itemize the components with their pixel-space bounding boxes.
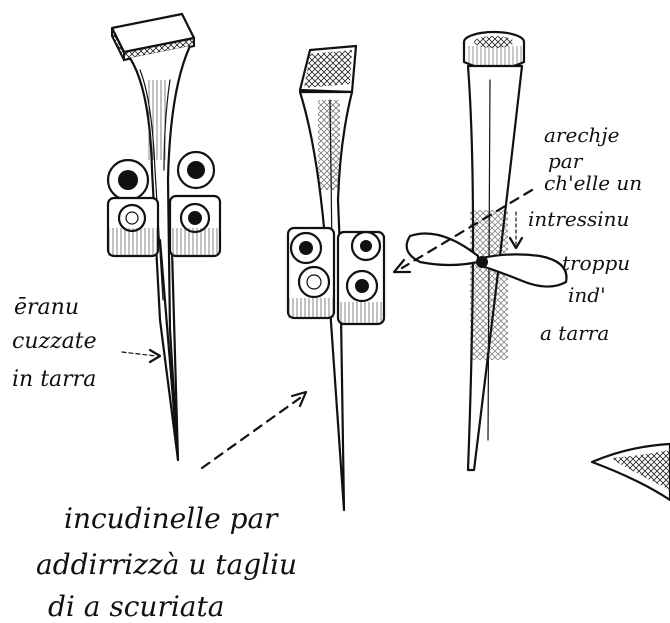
anvils-text-2: addirrizzà u tagliu (36, 548, 297, 581)
label-buried: ēranu cuzzate in tarra (12, 295, 97, 392)
stake-middle (288, 46, 384, 510)
label-anvils: incudinelle par addirrizzà u tagliu di a… (36, 502, 297, 623)
buried-text-1: ēranu (14, 295, 79, 320)
buried-text-2: cuzzate (12, 329, 97, 354)
ears-text-3: ch'elle un (544, 171, 642, 195)
ears-text-2: par (548, 149, 584, 173)
ears-text-6: ind' (568, 283, 606, 307)
partial-blade (592, 444, 670, 500)
arrow-anvils (202, 392, 306, 468)
anvils-text-1: incudinelle par (64, 502, 279, 535)
arrow-buried (122, 350, 160, 362)
anvils-text-3: di a scuriata (48, 590, 224, 623)
ears-text-7: a tarra (540, 321, 609, 345)
buried-text-3: in tarra (12, 367, 96, 392)
stake-left (108, 14, 220, 460)
ears-text-4: intressinu (528, 207, 629, 231)
ears-text-5: troppu (562, 251, 630, 275)
ears-text-1: arechje (544, 123, 619, 147)
label-ears: arechje par ch'elle un intressinu troppu… (528, 123, 642, 345)
